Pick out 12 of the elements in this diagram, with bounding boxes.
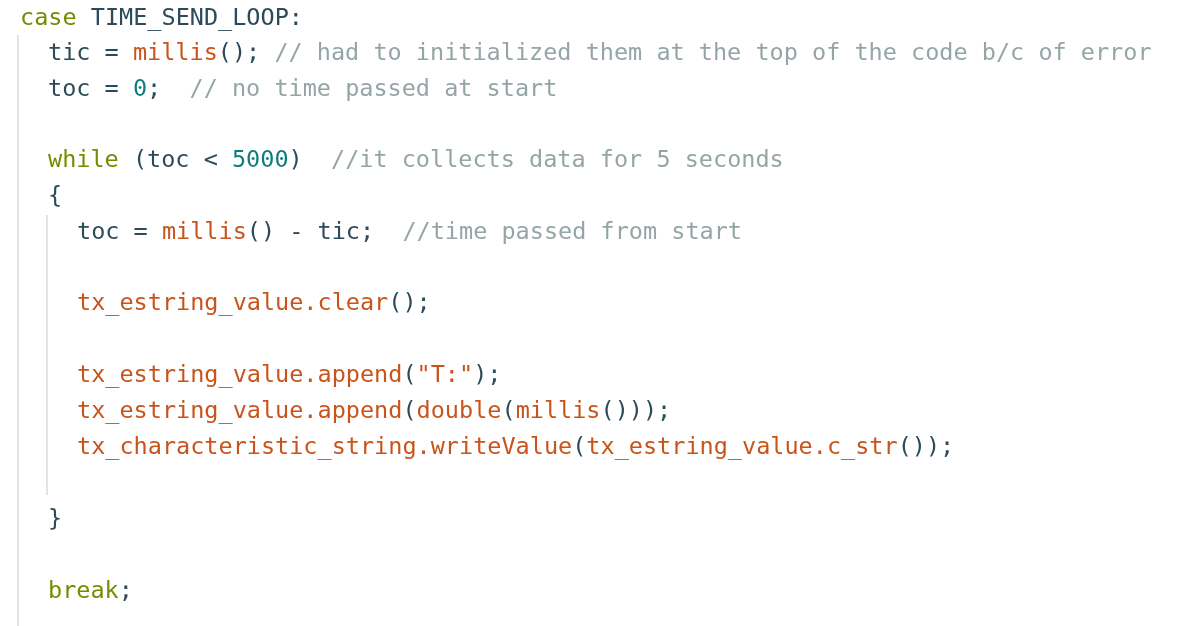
code-line: toc = millis() - tic; //time passed from start: [77, 216, 742, 246]
code-line: tx_estring_value.append(double(millis()));: [77, 395, 672, 425]
code-line: tic = millis(); // had to initialized them at the top of the code b/c of error: [48, 37, 1152, 67]
code-line: break;: [48, 575, 133, 605]
code-line: tx_estring_value.append("T:");: [77, 359, 502, 389]
code-line: {: [48, 180, 63, 210]
code-line: }: [48, 503, 63, 533]
code-line: tx_estring_value.clear();: [77, 287, 431, 317]
code-line: toc = 0; // no time passed at start: [48, 73, 558, 103]
code-line: while (toc < 5000) //it collects data for 5 seconds: [48, 144, 784, 174]
code-line: tx_characteristic_string.writeValue(tx_estring_value.c_str());: [77, 431, 955, 461]
code-line: case TIME_SEND_LOOP:: [20, 2, 303, 32]
